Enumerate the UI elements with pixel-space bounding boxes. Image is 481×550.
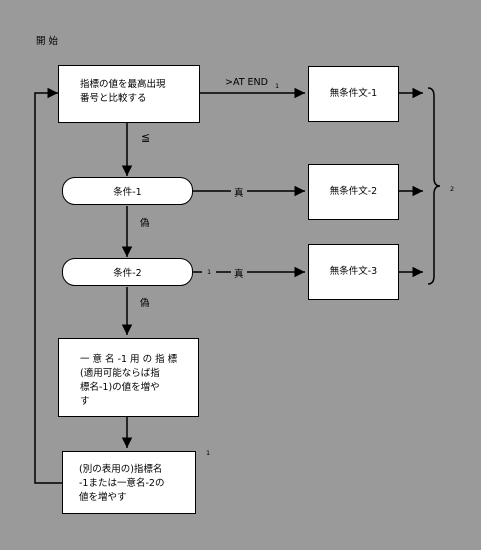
increment-line-3: 標名-1)の値を増や bbox=[80, 382, 160, 393]
arrow-loop-back bbox=[34, 87, 62, 484]
vary-line-1: 指標の値を最高出現 bbox=[80, 79, 166, 90]
action-box-1: 無条件文-1 bbox=[308, 66, 399, 122]
increment-box: 一 意 名 -1 用 の 指 標 (適用可能ならば指 標名-1)の値を増や す bbox=[58, 338, 199, 417]
after-note: 1 bbox=[206, 449, 211, 457]
false-label-2: 偽 bbox=[140, 298, 150, 309]
at-end-note: 1 bbox=[275, 82, 280, 90]
true-label-1: 真 bbox=[234, 188, 244, 199]
start-label: 開 始 bbox=[36, 36, 59, 47]
action-box-2: 無条件文-2 bbox=[308, 164, 399, 220]
after-line-1: (別の表用の)指標名 bbox=[79, 464, 163, 475]
le-label: ≦ bbox=[141, 131, 151, 144]
action-box-3: 無条件文-3 bbox=[308, 244, 399, 300]
at-end-label: >AT END bbox=[225, 77, 268, 88]
after-line-2: -1または一意名-2の bbox=[79, 478, 165, 489]
condition-1: 条件-1 bbox=[62, 177, 193, 205]
after-box: (別の表用の)指標名 -1または一意名-2の 値を増やす bbox=[62, 451, 196, 514]
increment-line-2: (適用可能ならば指 bbox=[80, 368, 160, 379]
increment-line-1: 一 意 名 -1 用 の 指 標 bbox=[80, 354, 178, 365]
after-line-3: 値を増やす bbox=[79, 492, 127, 503]
increment-line-4: す bbox=[80, 396, 90, 407]
cond2-note: 1 bbox=[207, 268, 212, 276]
true-label-2: 真 bbox=[234, 269, 244, 280]
brace-note: 2 bbox=[450, 185, 455, 193]
vary-compare-box: 指標の値を最高出現 番号と比較する bbox=[58, 65, 200, 123]
vary-line-2: 番号と比較する bbox=[80, 93, 147, 104]
condition-2: 条件-2 bbox=[62, 258, 193, 286]
right-brace bbox=[427, 87, 441, 285]
false-label-1: 偽 bbox=[140, 218, 150, 229]
